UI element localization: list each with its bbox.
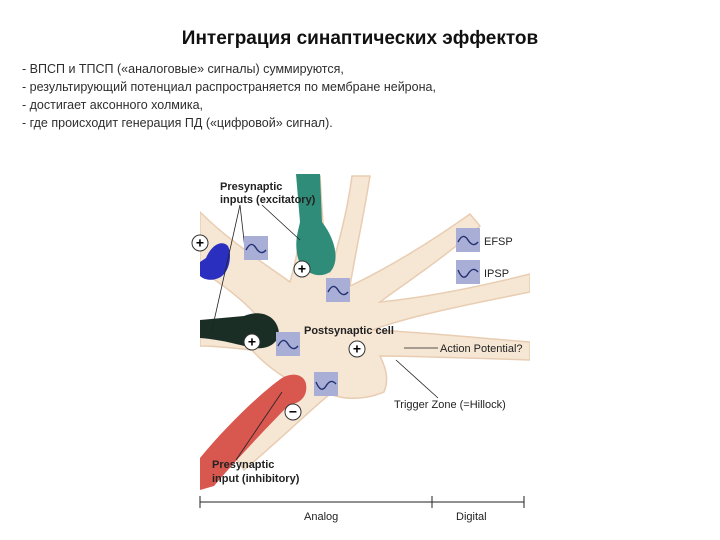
epsp-wave-box-1	[244, 236, 268, 260]
legend-ipsp-label: IPSP	[484, 268, 509, 280]
plus-icon: +	[349, 341, 365, 358]
axis-label-analog: Analog	[304, 511, 338, 523]
svg-text:−: −	[289, 404, 297, 420]
minus-icon: −	[285, 404, 301, 421]
svg-text:+: +	[196, 235, 204, 251]
epsp-wave-box-2	[326, 278, 350, 302]
label-presynaptic-inhibitory-2: input (inhibitory)	[212, 473, 300, 485]
label-trigger-zone: Trigger Zone (=Hillock)	[394, 399, 506, 411]
label-action-potential: Action Potential?	[440, 343, 523, 355]
ipsp-wave-box	[314, 372, 338, 396]
plus-icon: +	[192, 235, 208, 252]
svg-text:+: +	[353, 341, 361, 357]
legend-epsp: EFSP	[456, 228, 513, 252]
svg-text:+: +	[248, 334, 256, 350]
label-postsynaptic-cell: Postsynaptic cell	[304, 325, 394, 337]
epsp-wave-box-3	[276, 332, 300, 356]
plus-icon: +	[244, 334, 260, 351]
analog-digital-axis	[200, 496, 524, 508]
label-presynaptic-excitatory-2: inputs (excitatory)	[220, 194, 316, 206]
label-presynaptic-excitatory-1: Presynaptic	[220, 181, 282, 193]
plus-icon: +	[294, 261, 310, 278]
axis-label-digital: Digital	[456, 511, 487, 523]
legend-epsp-label: EFSP	[484, 236, 513, 248]
label-presynaptic-inhibitory-1: Presynaptic	[212, 459, 274, 471]
svg-text:+: +	[298, 261, 306, 277]
